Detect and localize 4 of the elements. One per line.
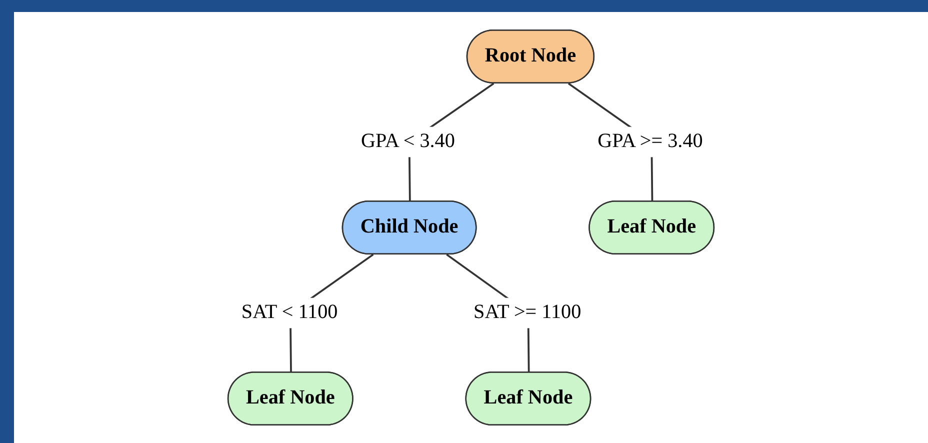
- edge-label: GPA >= 3.40: [598, 130, 703, 152]
- edge-label: SAT >= 1100: [474, 302, 582, 324]
- edge-label: SAT < 1100: [241, 302, 338, 324]
- edge-label: GPA < 3.40: [360, 130, 455, 152]
